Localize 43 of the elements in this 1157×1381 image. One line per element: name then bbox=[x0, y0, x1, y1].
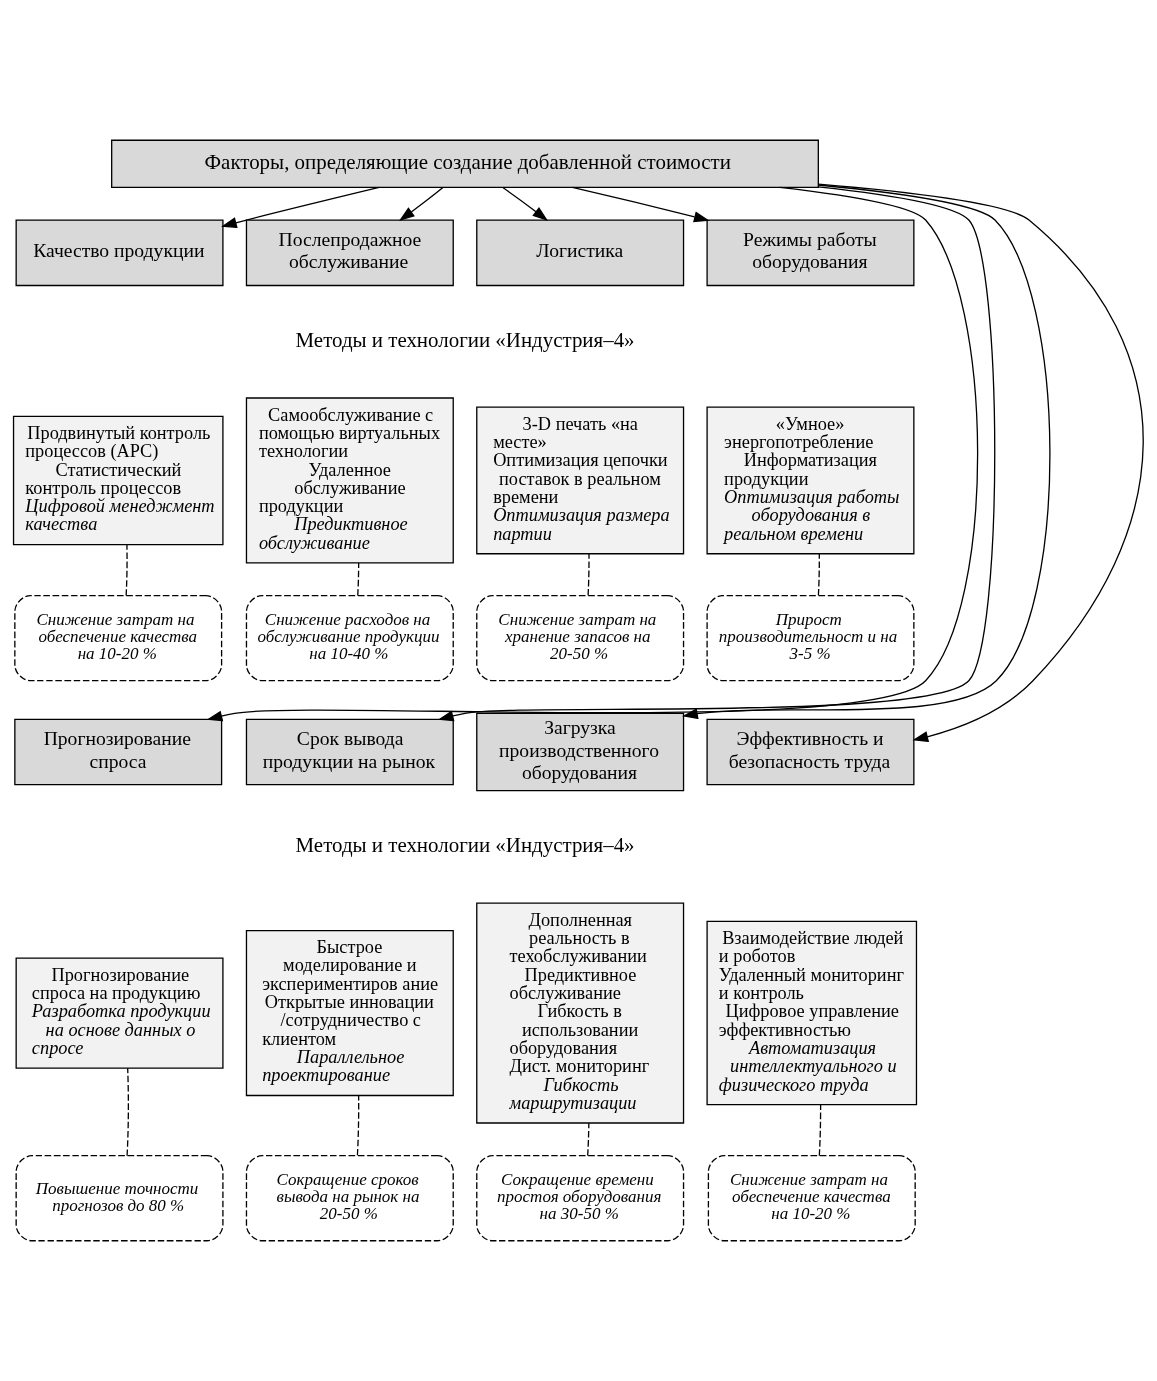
node-box: Продвинутый контроль процессов (APC) Статистический контроль процессов Цифровой менеджмент качества bbox=[12, 415, 224, 546]
node-box: Самообслуживание с помощью виртуальных технологии Удаленное обслуживание продукции Предиктивное обслуживание bbox=[245, 397, 454, 564]
connector bbox=[125, 544, 128, 597]
node-box: Дополненная реальность в техобслуживании Предиктивное обслуживание Гибкость в использовании оборудования Дист. мониторинг Гибкость маршрутизации bbox=[476, 902, 685, 1124]
node-box: 3-D печать «на месте» Оптимизация цепочки поставок в реальном времени Оптимизация размера партии bbox=[476, 406, 685, 555]
node-box: Снижение затрат на обеспечение качества на 10-20 % bbox=[14, 594, 223, 682]
node-box: Сокращение времени простоя оборудования на 30-50 % bbox=[476, 1155, 685, 1242]
arrow bbox=[817, 183, 1144, 742]
connector bbox=[817, 553, 820, 597]
connector bbox=[818, 1104, 822, 1157]
arrow bbox=[206, 186, 979, 722]
node-box: Эффективность и безопасность труда bbox=[706, 718, 915, 786]
node-box: Прогнозирование спроса bbox=[14, 718, 223, 786]
node-box: Быстрое моделирование и экспериментиров ание Открытые инновации /сотрудничество с клиентом Параллельное проектирование bbox=[245, 929, 454, 1097]
connector bbox=[357, 562, 360, 597]
arrow bbox=[221, 186, 380, 228]
arrow bbox=[502, 187, 549, 222]
node-box: Сокращение сроков вывода на рынок на 20-50 % bbox=[245, 1155, 454, 1242]
node-box: Взаимодействие людей и роботов Удаленный мониторинг и контроль Цифровое управление эффективностью Автоматизация интеллектуального и физического труда bbox=[706, 920, 918, 1106]
node-box: «Умное» энергопотребление Информатизация продукции Оптимизация работы оборудования в реальном времени bbox=[706, 406, 915, 555]
connector bbox=[126, 1067, 130, 1157]
arrow bbox=[682, 184, 1051, 720]
connector bbox=[356, 1095, 360, 1156]
connector bbox=[587, 553, 590, 597]
label: Методы и технологии «Индустрия–4» bbox=[295, 832, 635, 857]
node-box: Загрузка производственного оборудования bbox=[476, 712, 685, 792]
node-box: Прогнозирование спроса на продукцию Разработка продукции на основе данных о спросе bbox=[15, 957, 224, 1069]
node-box: Повышение точности прогнозов до 80 % bbox=[15, 1155, 224, 1242]
node-box: Снижение затрат на обеспечение качества на 10-20 % bbox=[707, 1155, 916, 1242]
arrow bbox=[398, 187, 444, 221]
connector bbox=[587, 1122, 590, 1157]
node-box: Режимы работы оборудования bbox=[706, 219, 915, 287]
node-box: Снижение расходов на обслуживание продукции на 10-40 % bbox=[245, 594, 454, 682]
label: Методы и технологии «Индустрия–4» bbox=[295, 327, 635, 352]
node-box: Прирост производительност и на 3-5 % bbox=[706, 594, 915, 682]
arrow bbox=[571, 186, 710, 223]
node-box: Снижение затрат на хранение запасов на 20-50 % bbox=[476, 594, 685, 682]
node-box: Срок вывода продукции на рынок bbox=[245, 718, 454, 786]
node-box: Послепродажное обслуживание bbox=[245, 219, 454, 287]
node-box: Логистика bbox=[476, 219, 685, 287]
node-box: Качество продукции bbox=[15, 219, 224, 287]
arrow bbox=[437, 186, 996, 722]
node-box: Факторы, определяющие создание добавленной стоимости bbox=[111, 139, 819, 188]
